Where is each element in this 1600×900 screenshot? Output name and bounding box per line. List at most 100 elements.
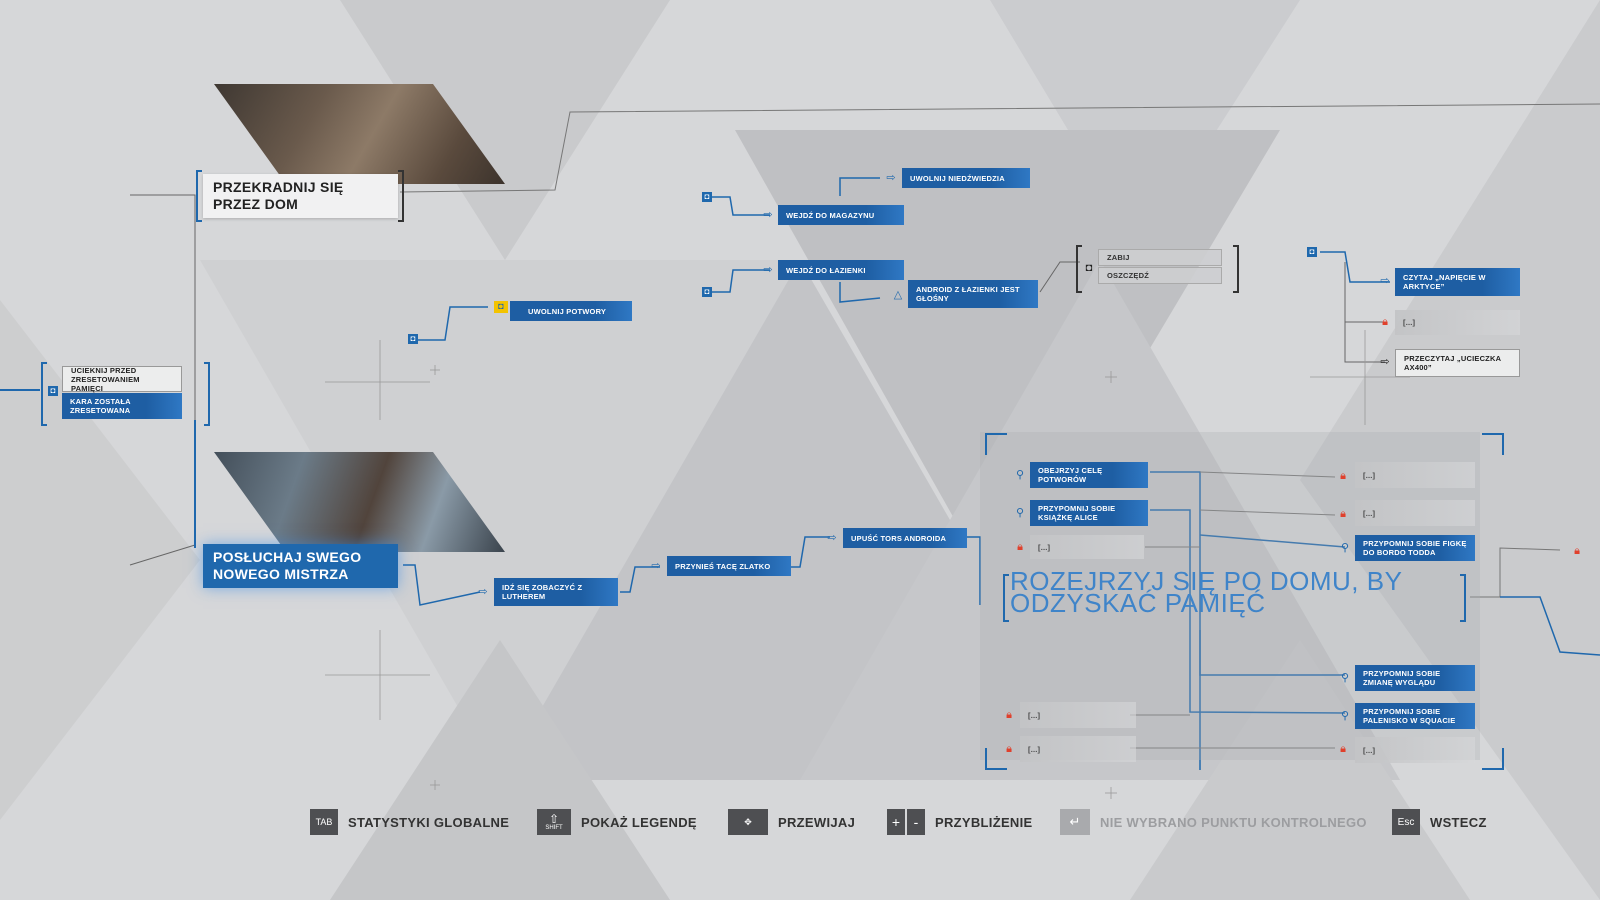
node-label: KARA ZOSTAŁA ZRESETOWANA xyxy=(70,397,131,415)
tab-key: TAB xyxy=(310,809,338,835)
connector-icon: ◘ xyxy=(48,386,58,396)
start-connector-icon: ◘ xyxy=(1307,247,1317,257)
objective-label: ROZEJRZYJ SIĘ PO DOMU, BY ODZYSKAĆ PAMIĘ… xyxy=(1010,566,1402,618)
footer-label: STATYSTYKI GLOBALNE xyxy=(348,814,510,830)
magnifier-icon: ⚲ xyxy=(1340,672,1350,684)
node-label: [...] xyxy=(1038,542,1051,552)
node-remember-fire[interactable]: PRZYPOMNIJ SOBIE PALENISKO W SQUACIE xyxy=(1355,703,1475,729)
node-spare[interactable]: OSZCZĘDŹ xyxy=(1098,267,1222,284)
key-label: Esc xyxy=(1397,816,1415,828)
lock-icon: 🔒︎ xyxy=(1382,316,1388,328)
node-label: WEJDŹ DO ŁAZIENKI xyxy=(786,265,866,275)
arrow-icon: ⇨ xyxy=(763,209,773,221)
move-arrows-icon: ✥ xyxy=(728,809,768,835)
start-connector-icon: ◘ xyxy=(702,192,712,202)
node-locked: [...] xyxy=(1355,737,1475,763)
node-remember-book[interactable]: PRZYPOMNIJ SOBIE KSIĄŻKĘ ALICE xyxy=(1030,500,1148,526)
title-bracket-right xyxy=(1460,574,1466,622)
bracket-left xyxy=(1076,245,1082,293)
node-label: PRZECZYTAJ „UCIECZKA AX400” xyxy=(1404,354,1501,372)
chapter-listen-new-master[interactable]: POSŁUCHAJ SWEGO NOWEGO MISTRZA xyxy=(203,544,398,588)
node-locked: [...] xyxy=(1395,310,1520,335)
node-enter-storage[interactable]: WEJDŹ DO MAGAZYNU xyxy=(778,205,904,225)
memory-objective-title: ROZEJRZYJ SIĘ PO DOMU, BY ODZYSKAĆ PAMIĘ… xyxy=(1010,568,1450,616)
node-label: OBEJRZYJ CELĘ POTWORÓW xyxy=(1038,466,1103,484)
arrow-icon: ⇨ xyxy=(1380,275,1390,287)
node-go-luther[interactable]: IDŹ SIĘ ZOBACZYĆ Z LUTHEREM xyxy=(494,578,618,606)
footer-checkpoint: ↵ NIE WYBRANO PUNKTU KONTROLNEGO xyxy=(1060,808,1367,836)
footer-label: POKAŻ LEGENDĘ xyxy=(581,814,697,830)
key-label: SHIFT xyxy=(545,825,563,831)
lock-icon: 🔒︎ xyxy=(1017,541,1023,553)
node-locked: [...] xyxy=(1030,535,1144,559)
footer-scroll[interactable]: ✥ PRZEWIJAJ xyxy=(728,808,855,836)
node-free-bear[interactable]: UWOLNIJ NIEDŹWIEDZIA xyxy=(902,168,1030,188)
esc-key: Esc xyxy=(1392,809,1420,835)
panel-corner-br xyxy=(1482,748,1504,770)
start-connector-icon: ◘ xyxy=(408,334,418,344)
node-read-tension[interactable]: CZYTAJ „NAPIĘCIE W ARKTYCE” xyxy=(1395,268,1520,296)
shift-key: ⇧ SHIFT xyxy=(537,809,571,835)
bracket-right xyxy=(1233,245,1239,293)
node-label: PRZYPOMNIJ SOBIE KSIĄŻKĘ ALICE xyxy=(1038,504,1116,522)
enter-icon: ↵ xyxy=(1060,809,1090,835)
bracket-left xyxy=(41,362,47,426)
shift-arrow-icon: ⇧ xyxy=(548,812,560,826)
node-label: ZABIJ xyxy=(1107,253,1130,262)
footer-label: NIE WYBRANO PUNKTU KONTROLNEGO xyxy=(1100,814,1367,830)
node-inspect-cells[interactable]: OBEJRZYJ CELĘ POTWORÓW xyxy=(1030,462,1148,488)
bracket-right xyxy=(398,170,404,222)
footer-zoom[interactable]: + - PRZYBLIŻENIE xyxy=(887,808,1033,836)
chapter-title: PRZEKRADNIJ SIĘ PRZEZ DOM xyxy=(213,179,344,212)
node-drop-torso[interactable]: UPUŚĆ TORS ANDROIDA xyxy=(843,528,967,548)
key-label: TAB xyxy=(315,817,333,827)
node-locked: [...] xyxy=(1020,736,1136,762)
node-escape-memory-reset[interactable]: UCIEKNIJ PRZED ZRESETOWANIEM PAMIĘCI xyxy=(62,366,182,393)
arrow-icon: ⇨ xyxy=(763,264,773,276)
lock-icon: 🔒︎ xyxy=(1340,508,1346,520)
footer-tab[interactable]: TAB STATYSTYKI GLOBALNE xyxy=(310,808,509,836)
node-read-escape[interactable]: PRZECZYTAJ „UCIECZKA AX400” xyxy=(1395,349,1520,377)
node-label: UWOLNIJ POTWORY xyxy=(528,306,607,316)
node-label: OSZCZĘDŹ xyxy=(1107,271,1150,280)
minus-icon: - xyxy=(907,809,925,835)
node-label: PRZYPOMNIJ SOBIE PALENISKO W SQUACIE xyxy=(1363,707,1456,725)
node-locked: [...] xyxy=(1355,500,1475,526)
arrow-icon: ⇨ xyxy=(827,532,837,544)
chapter-title: POSŁUCHAJ SWEGO NOWEGO MISTRZA xyxy=(213,549,362,582)
node-remember-look[interactable]: PRZYPOMNIJ SOBIE ZMIANĘ WYGLĄDU xyxy=(1355,665,1475,691)
yellow-connector-icon: ◘ xyxy=(494,301,508,313)
node-android-loud[interactable]: ANDROID Z ŁAZIENKI JEST GŁOŚNY xyxy=(908,280,1038,308)
node-enter-bathroom[interactable]: WEJDŹ DO ŁAZIENKI xyxy=(778,260,904,280)
magnifier-icon: ⚲ xyxy=(1340,710,1350,722)
node-label: PRZYNIEŚ TACĘ ZLATKO xyxy=(675,561,771,571)
panel-corner-bl xyxy=(985,748,1007,770)
chapter-sneak-through-house[interactable]: PRZEKRADNIJ SIĘ PRZEZ DOM xyxy=(203,174,398,218)
footer-label: PRZYBLIŻENIE xyxy=(935,814,1033,830)
arrow-icon: ⇨ xyxy=(478,586,488,598)
node-label: [...] xyxy=(1028,744,1041,754)
node-free-monsters[interactable]: UWOLNIJ POTWORY xyxy=(510,301,632,321)
node-label: [...] xyxy=(1028,710,1041,720)
lock-icon: 🔒︎ xyxy=(1006,709,1012,721)
footer-back[interactable]: Esc WSTECZ xyxy=(1392,808,1487,836)
panel-corner-tr xyxy=(1482,433,1504,455)
footer-legend[interactable]: ⇧ SHIFT POKAŻ LEGENDĘ xyxy=(537,808,697,836)
lock-icon: 🔒︎ xyxy=(1574,545,1580,557)
footer-label: WSTECZ xyxy=(1430,814,1487,830)
node-label: IDŹ SIĘ ZOBACZYĆ Z LUTHEREM xyxy=(502,583,583,601)
node-punishment-reset[interactable]: KARA ZOSTAŁA ZRESETOWANA xyxy=(62,393,182,419)
node-label: [...] xyxy=(1363,470,1376,480)
lock-icon: 🔒︎ xyxy=(1340,470,1346,482)
branch-icon: ◘ xyxy=(1085,262,1093,274)
lock-icon: 🔒︎ xyxy=(1340,743,1346,755)
magnifier-icon: ⚲ xyxy=(1340,542,1350,554)
node-bring-tray[interactable]: PRZYNIEŚ TACĘ ZLATKO xyxy=(667,556,791,576)
node-label: PRZYPOMNIJ SOBIE ZMIANĘ WYGLĄDU xyxy=(1363,669,1441,687)
node-label: UWOLNIJ NIEDŹWIEDZIA xyxy=(910,173,1005,183)
node-locked: [...] xyxy=(1020,702,1136,728)
triangle-icon: △ xyxy=(893,289,903,301)
node-kill[interactable]: ZABIJ xyxy=(1098,249,1222,266)
node-remember-boat[interactable]: PRZYPOMNIJ SOBIE FIGKĘ DO BORDO TODDA xyxy=(1355,535,1475,561)
plus-icon: + xyxy=(887,809,905,835)
